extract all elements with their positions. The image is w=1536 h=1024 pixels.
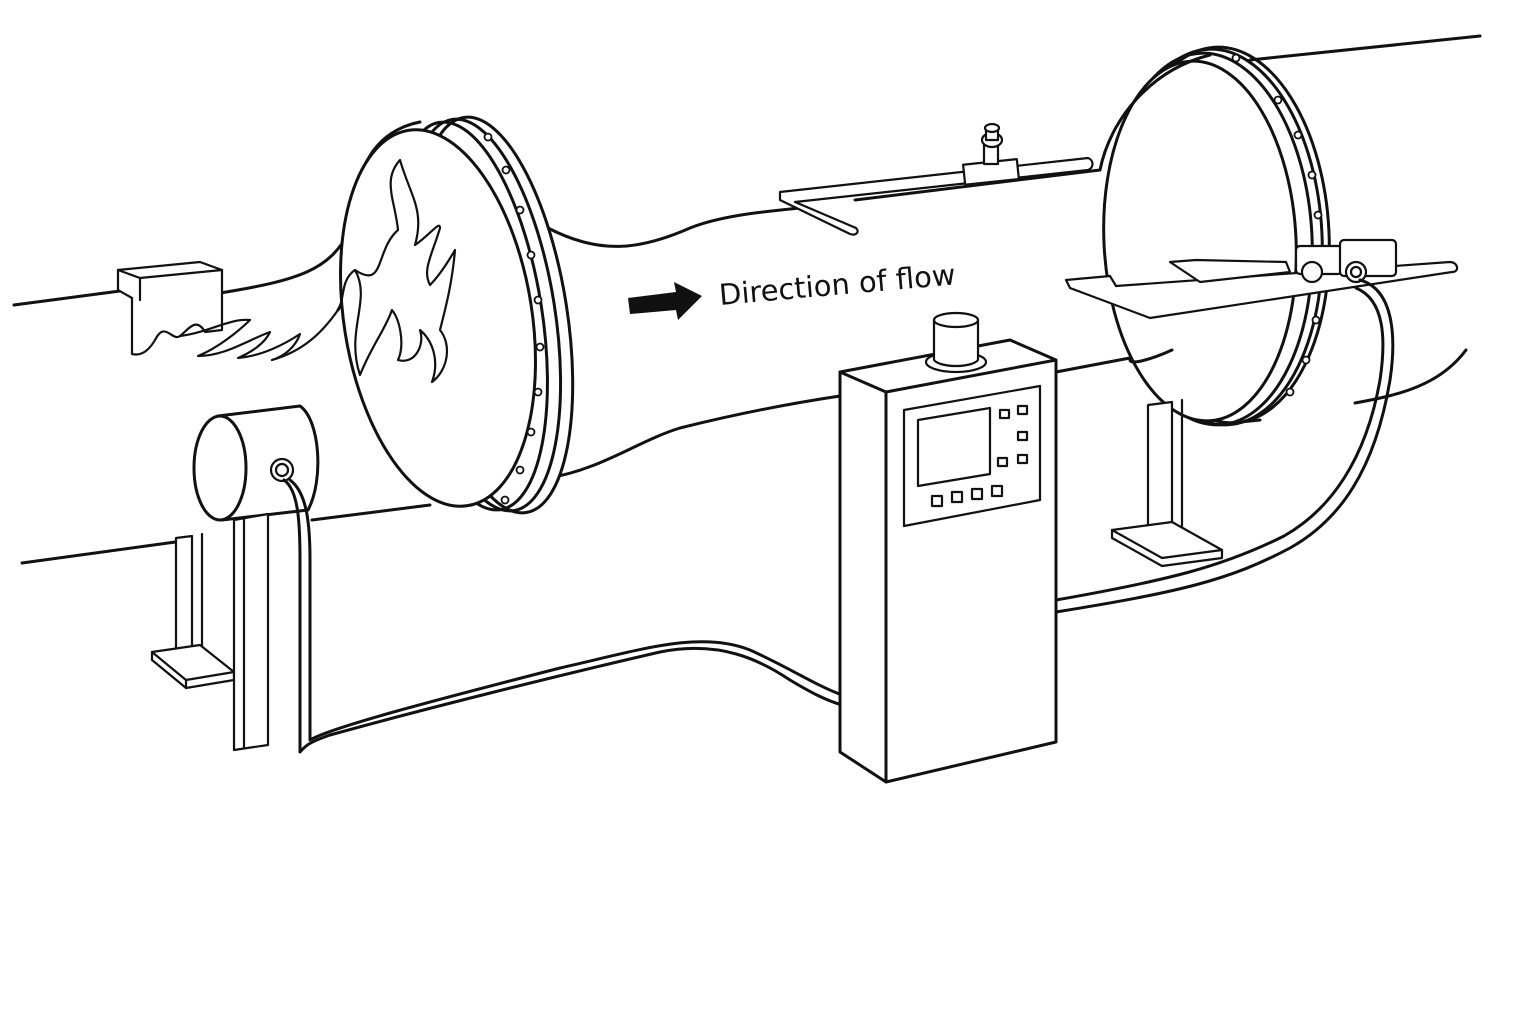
rail-clamp-icon bbox=[1294, 238, 1398, 284]
cable-connector-left bbox=[269, 457, 295, 483]
left-flange bbox=[339, 115, 575, 515]
pipe-bottom-edge-left bbox=[20, 538, 192, 565]
right-sensor-rail bbox=[1064, 238, 1459, 320]
beacon-icon bbox=[924, 311, 988, 374]
bottom-buttons bbox=[930, 484, 1004, 508]
right-flange-bolts bbox=[1231, 53, 1323, 397]
control-display bbox=[916, 406, 992, 488]
left-flange-bolts bbox=[483, 132, 545, 505]
pipe-bottom-edge-middle bbox=[546, 394, 842, 480]
flow-label: Direction of flow bbox=[718, 257, 957, 312]
pipe-bottom-edge-right bbox=[1353, 348, 1468, 405]
top-sensor-box bbox=[116, 260, 224, 356]
right-flange bbox=[1102, 45, 1331, 427]
pipe-top-edge-left bbox=[12, 289, 122, 307]
flame-trail bbox=[178, 308, 340, 362]
pipe-top-edge-right bbox=[1248, 34, 1482, 62]
signal-cable-right bbox=[1054, 278, 1395, 614]
valve-icon bbox=[961, 122, 1020, 186]
pipeline bbox=[12, 34, 1482, 565]
flow-direction: Direction of flow bbox=[628, 257, 957, 320]
pipe-top-edge-middle bbox=[546, 206, 802, 248]
signal-cable-left bbox=[282, 478, 844, 754]
control-cabinet bbox=[838, 311, 1058, 784]
right-support-post bbox=[1110, 398, 1224, 568]
flame-inside-pipe bbox=[336, 158, 457, 384]
side-buttons bbox=[996, 404, 1029, 468]
left-sensor-unit bbox=[192, 404, 320, 522]
top-rail bbox=[778, 122, 1094, 236]
flow-arrow-icon bbox=[628, 282, 702, 320]
control-panel bbox=[902, 384, 1042, 528]
left-support-posts bbox=[150, 512, 270, 752]
